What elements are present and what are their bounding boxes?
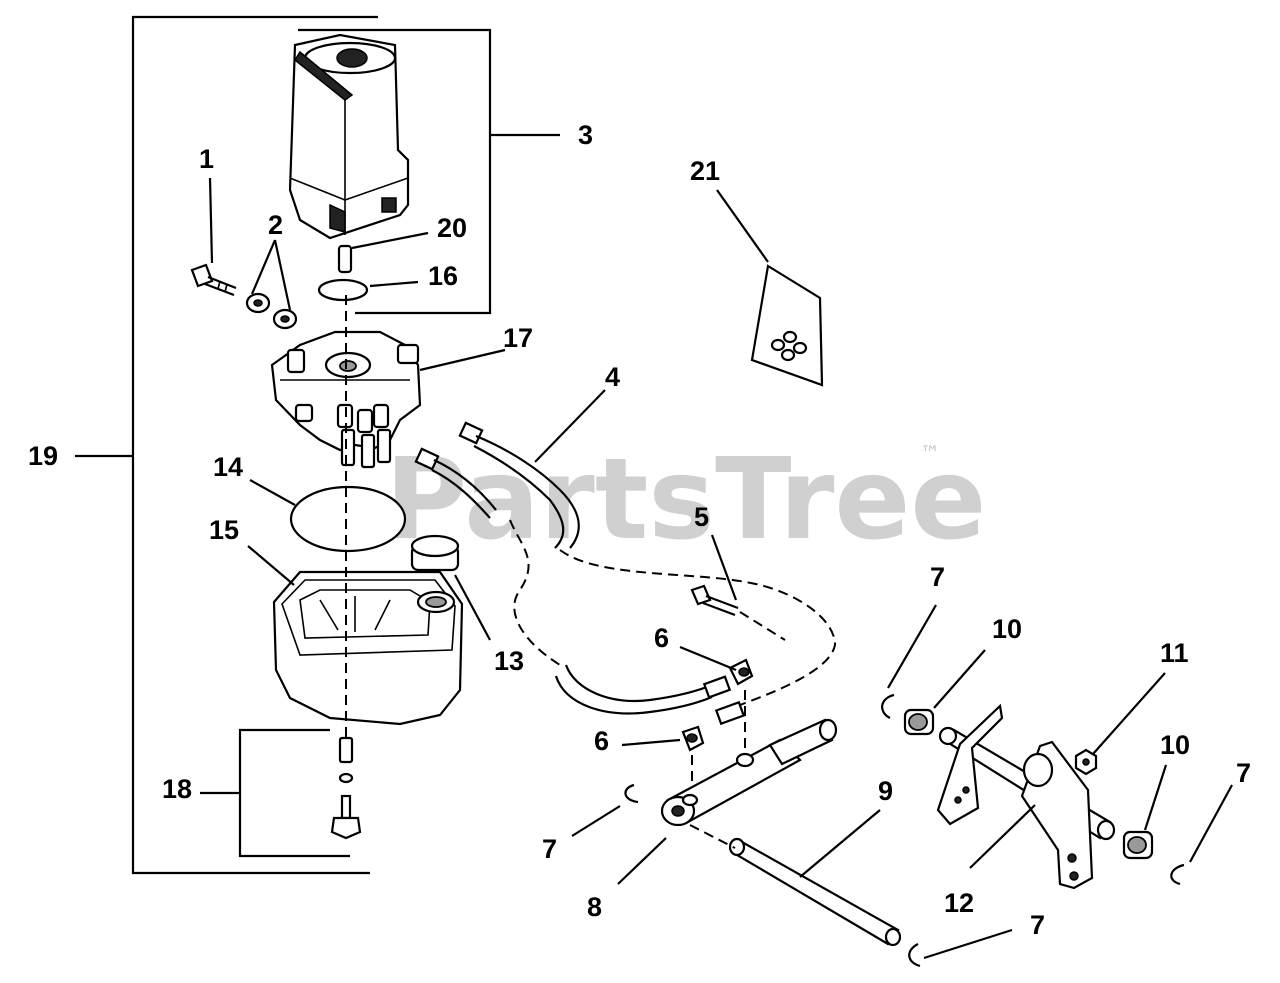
assembly-bracket-18 bbox=[200, 728, 350, 858]
callout-21: 21 bbox=[690, 156, 720, 186]
callout-8: 8 bbox=[587, 892, 602, 922]
callout-13: 13 bbox=[494, 646, 524, 676]
callout-11: 11 bbox=[1160, 638, 1189, 668]
callout-14: 14 bbox=[213, 452, 243, 482]
callout-10a: 10 bbox=[992, 614, 1022, 644]
hydraulic-hoses-part bbox=[414, 421, 837, 726]
callout-7b: 7 bbox=[542, 834, 557, 864]
reservoir-cap-part bbox=[410, 534, 460, 572]
bushing-parts bbox=[903, 708, 1154, 860]
washer-parts bbox=[245, 292, 298, 330]
large-o-ring-part bbox=[289, 485, 407, 553]
callout-9: 9 bbox=[878, 776, 893, 806]
callout-6b: 6 bbox=[594, 726, 609, 756]
bolt-part bbox=[190, 263, 237, 297]
leader-lines bbox=[208, 177, 1233, 960]
callout-7d: 7 bbox=[1030, 910, 1045, 940]
assembly-bracket-19 bbox=[75, 15, 378, 875]
callout-17: 17 bbox=[503, 323, 533, 353]
callout-5: 5 bbox=[694, 502, 709, 532]
callout-2: 2 bbox=[268, 210, 283, 240]
callout-4: 4 bbox=[605, 362, 620, 392]
callout-18: 18 bbox=[162, 774, 192, 804]
callout-3: 3 bbox=[578, 120, 593, 150]
callout-numbers: 1 2 3 4 5 6 6 7 7 7 7 8 9 10 10 11 12 13… bbox=[28, 120, 1251, 940]
parts-tree-watermark: PartsTree ™ bbox=[385, 435, 986, 565]
drain-plug-set-part bbox=[330, 736, 362, 840]
callout-6a: 6 bbox=[654, 623, 669, 653]
seal-kit-bag-part bbox=[750, 264, 824, 387]
retaining-clip-parts bbox=[624, 693, 1185, 968]
callout-16: 16 bbox=[428, 261, 458, 291]
hex-nut-part bbox=[1074, 748, 1098, 776]
callout-15: 15 bbox=[209, 515, 239, 545]
pivot-pin-part bbox=[689, 824, 902, 947]
small-o-ring-part bbox=[317, 278, 369, 302]
electric-motor-part bbox=[288, 33, 410, 240]
callout-1: 1 bbox=[199, 144, 214, 174]
shaft-key-part bbox=[337, 244, 353, 274]
callout-12: 12 bbox=[944, 888, 974, 918]
callout-19: 19 bbox=[28, 441, 58, 471]
callout-7c: 7 bbox=[1236, 758, 1251, 788]
watermark-brand: PartsTree bbox=[385, 435, 986, 565]
reservoir-part bbox=[272, 570, 464, 726]
assembly-bracket-3 bbox=[298, 28, 560, 315]
cylinder-bolt-part bbox=[690, 584, 786, 641]
watermark-trademark: ™ bbox=[920, 441, 940, 465]
callout-20: 20 bbox=[437, 213, 467, 243]
lift-cylinder-part bbox=[660, 718, 838, 827]
callout-10b: 10 bbox=[1160, 730, 1190, 760]
lift-arm-weldment-part bbox=[936, 703, 1116, 890]
callout-7a: 7 bbox=[930, 562, 945, 592]
